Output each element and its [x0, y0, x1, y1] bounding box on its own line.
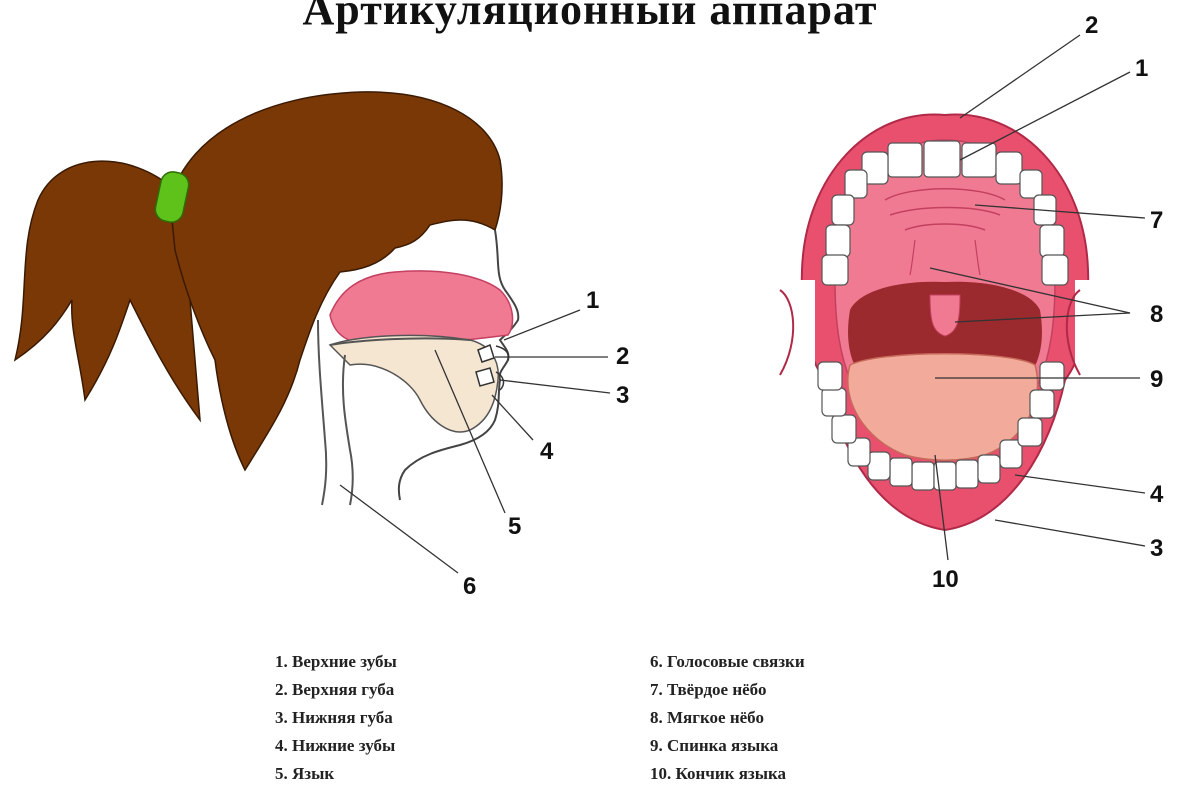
lower-teeth	[476, 368, 494, 386]
legend-item: 4. Нижние зубы	[275, 732, 397, 760]
legend-item: 10. Кончик языка	[650, 760, 805, 788]
legend-item: 6. Голосовые связки	[650, 648, 805, 676]
callout-profile-4: 4	[540, 438, 554, 465]
legend-item: 7. Твёрдое нёбо	[650, 676, 805, 704]
callout-mouth-1: 1	[1135, 55, 1148, 82]
callout-profile-3: 3	[616, 382, 629, 409]
legend-item: 1. Верхние зубы	[275, 648, 397, 676]
legend-left: 1. Верхние зубы 2. Верхняя губа 3. Нижня…	[275, 648, 397, 788]
callout-profile-6: 6	[463, 573, 476, 600]
callout-mouth-8: 8	[1150, 301, 1163, 328]
callout-mouth-2: 2	[1085, 12, 1098, 39]
legend-item: 3. Нижняя губа	[275, 704, 397, 732]
articulation-diagram: 1 2 3 4 5 6	[0, 0, 1180, 650]
tongue	[330, 335, 498, 432]
callout-mouth-4: 4	[1150, 481, 1164, 508]
callout-profile-1: 1	[586, 287, 599, 314]
callout-mouth-9: 9	[1150, 366, 1163, 393]
legend-item: 5. Язык	[275, 760, 397, 788]
callout-mouth-7: 7	[1150, 207, 1163, 234]
legend-item: 8. Мягкое нёбо	[650, 704, 805, 732]
airway-inner	[343, 355, 353, 505]
callout-mouth-3: 3	[1150, 535, 1163, 562]
legend-right: 6. Голосовые связки 7. Твёрдое нёбо 8. М…	[650, 648, 805, 788]
callout-mouth-10: 10	[932, 566, 959, 593]
open-mouth: 2 1 7 8 9 4 3 10	[770, 12, 1164, 593]
palate	[330, 271, 513, 345]
head-profile: 1 2 3 4 5 6	[15, 92, 629, 600]
airway	[318, 320, 326, 505]
callout-profile-2: 2	[616, 343, 629, 370]
callout-profile-5: 5	[508, 513, 521, 540]
legend-item: 2. Верхняя губа	[275, 676, 397, 704]
legend-item: 9. Спинка языка	[650, 732, 805, 760]
